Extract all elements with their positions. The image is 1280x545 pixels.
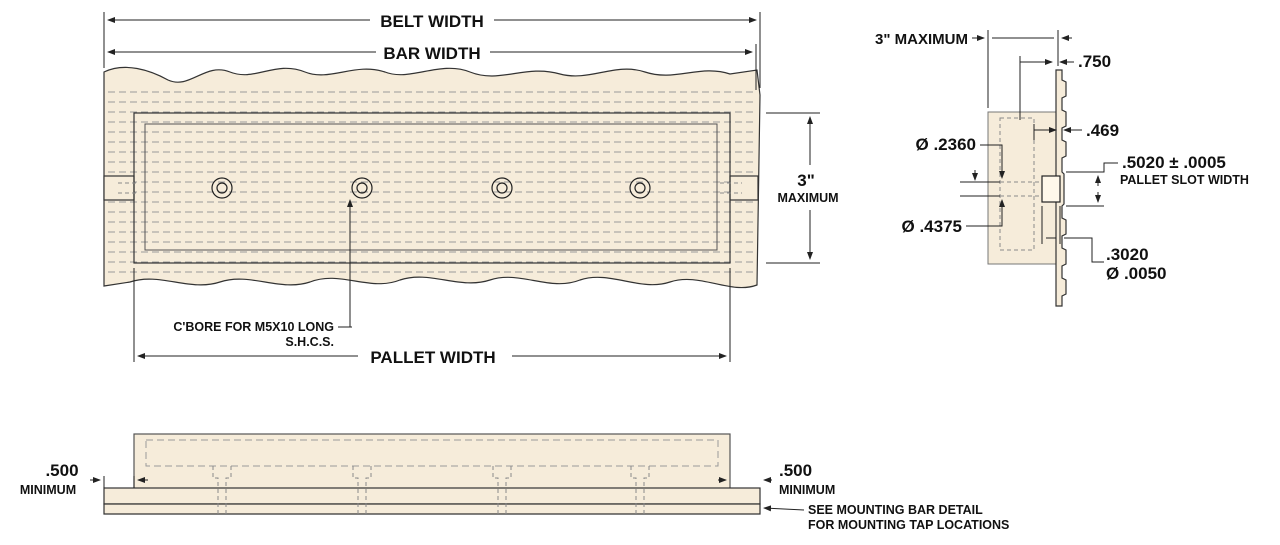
belt-side bbox=[103, 503, 761, 515]
side-view: .500 MINIMUM .500 MINIMUM SEE MOUNTING B… bbox=[20, 433, 1009, 532]
pallet-slot bbox=[1041, 175, 1061, 203]
mounting-bar-side bbox=[103, 487, 761, 505]
mounting-bar-end-left bbox=[103, 175, 135, 201]
dim-469: .469 bbox=[1086, 121, 1119, 140]
screw-hidden-outline bbox=[212, 466, 232, 514]
belt-body bbox=[103, 66, 761, 289]
cbore-label-line1: C'BORE FOR M5X10 LONG bbox=[173, 320, 334, 334]
left-min-value: .500 bbox=[45, 461, 78, 480]
dim-750: .750 bbox=[1078, 52, 1111, 71]
dia-4375: Ø .4375 bbox=[902, 217, 963, 236]
note-line1: SEE MOUNTING BAR DETAIL bbox=[808, 503, 983, 517]
dia-2360: Ø .2360 bbox=[916, 135, 977, 154]
mounting-bar-section bbox=[1055, 69, 1067, 307]
mounting-bar-end-right bbox=[729, 175, 759, 201]
section-max-label: 3" MAXIMUM bbox=[875, 31, 968, 48]
cbore-label-line2: S.H.C.S. bbox=[285, 335, 334, 349]
screw-hidden-lines bbox=[212, 466, 650, 514]
screw-hidden-outline bbox=[352, 466, 372, 514]
left-min-label: MINIMUM bbox=[20, 483, 76, 497]
height-max-line2: MAXIMUM bbox=[777, 191, 838, 205]
screw-hidden-outline bbox=[630, 466, 650, 514]
screw-hidden-outline bbox=[492, 466, 512, 514]
counterbore-2 bbox=[351, 177, 373, 199]
top-view: BELT WIDTH BAR WIDTH 3" MAXIMUM C'BORE F… bbox=[103, 12, 839, 367]
pallet-inner-outline bbox=[144, 123, 718, 251]
dim-3020: .3020 bbox=[1106, 245, 1149, 264]
dia-0050: Ø .0050 bbox=[1106, 264, 1167, 283]
note-line2: FOR MOUNTING TAP LOCATIONS bbox=[808, 518, 1009, 532]
pallet-outline bbox=[133, 112, 731, 264]
right-min-label: MINIMUM bbox=[779, 483, 835, 497]
pallet-width-label: PALLET WIDTH bbox=[370, 348, 495, 367]
height-max-line1: 3" bbox=[797, 171, 815, 190]
bar-width-label: BAR WIDTH bbox=[383, 44, 480, 63]
section-view: 3" MAXIMUM .750 .469 Ø .2360 Ø .4375 .50… bbox=[875, 30, 1249, 307]
belt-width-label: BELT WIDTH bbox=[380, 12, 484, 31]
belt-module-lines bbox=[108, 91, 756, 273]
slot-dim: .5020 ± .0005 bbox=[1122, 153, 1226, 172]
counterbore-1 bbox=[211, 177, 233, 199]
counterbore-4 bbox=[629, 177, 651, 199]
counterbore-3 bbox=[491, 177, 513, 199]
slot-label: PALLET SLOT WIDTH bbox=[1120, 173, 1249, 187]
right-min-value: .500 bbox=[779, 461, 812, 480]
